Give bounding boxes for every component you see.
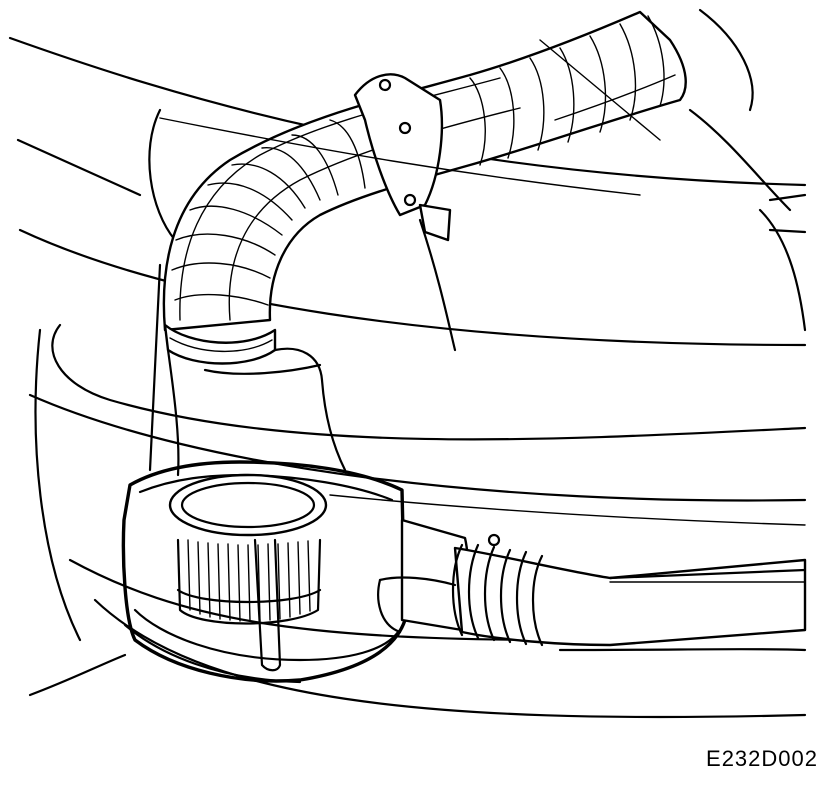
filter-element <box>168 473 328 672</box>
figure-code-label: E232D002 <box>706 746 818 771</box>
hose-lower-band-clamp <box>163 323 277 365</box>
leader-lines <box>159 39 806 583</box>
hose-flange-clamp <box>353 73 452 242</box>
outlet-hose <box>451 533 807 647</box>
engine-bay-surface <box>148 8 807 352</box>
